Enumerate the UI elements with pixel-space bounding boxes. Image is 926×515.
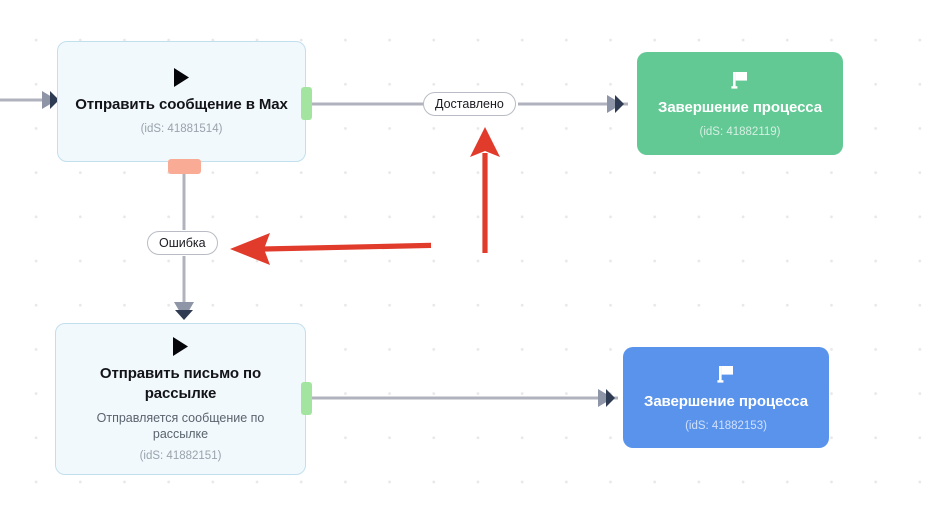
node-title: Завершение процесса bbox=[658, 98, 822, 116]
node-send-max-message[interactable]: Отправить сообщение в Max (idS: 41881514… bbox=[57, 41, 306, 162]
connector-green-end-arrow bbox=[607, 95, 624, 113]
node-process-end-blue[interactable]: Завершение процесса (idS: 41882153) bbox=[623, 347, 829, 448]
node-title: Завершение процесса bbox=[644, 392, 808, 410]
flag-icon bbox=[729, 69, 751, 91]
play-icon bbox=[172, 67, 191, 88]
flag-icon bbox=[715, 363, 737, 385]
port-email-success[interactable] bbox=[301, 382, 312, 415]
connector-blue-end-arrow bbox=[598, 389, 615, 407]
node-id-label: (idS: 41882119) bbox=[699, 125, 781, 138]
port-max-error[interactable] bbox=[168, 159, 201, 174]
annotation-arrow-to-error bbox=[230, 233, 431, 265]
node-description: Отправляется сообщение по рассылке bbox=[96, 410, 265, 441]
node-id-label: (idS: 41882153) bbox=[685, 419, 767, 432]
edge-label-delivered[interactable]: Доставлено bbox=[423, 92, 516, 116]
node-title: Отправить письмо по рассылке bbox=[99, 364, 262, 402]
node-process-end-green[interactable]: Завершение процесса (idS: 41882119) bbox=[637, 52, 843, 155]
play-icon bbox=[171, 336, 190, 357]
port-max-success[interactable] bbox=[301, 87, 312, 120]
node-id-label: (idS: 41881514) bbox=[140, 123, 223, 135]
node-id-label: (idS: 41882151) bbox=[139, 449, 222, 462]
node-send-newsletter-email[interactable]: Отправить письмо по рассылке Отправляетс… bbox=[55, 323, 306, 475]
connector-email-top-arrow bbox=[174, 302, 194, 320]
annotation-arrow-to-delivered bbox=[470, 127, 500, 253]
edge-label-error[interactable]: Ошибка bbox=[147, 231, 218, 255]
node-title: Отправить сообщение в Max bbox=[75, 96, 288, 113]
